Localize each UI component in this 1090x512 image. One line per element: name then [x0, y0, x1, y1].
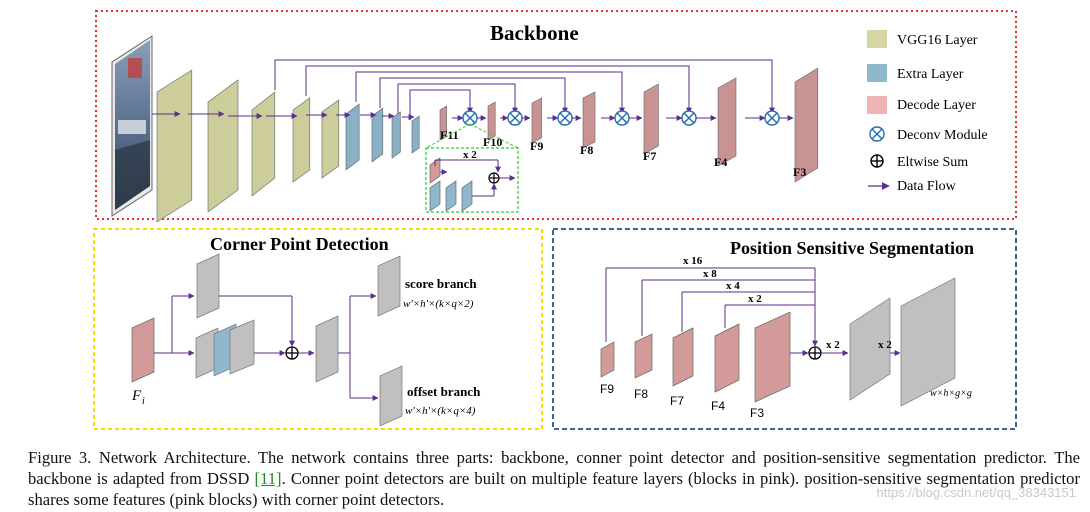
- legend-extra: Extra Layer: [897, 67, 964, 82]
- legend-deconv: Deconv Module: [897, 128, 988, 143]
- deconv-icon: [869, 126, 885, 142]
- deconv-module-inset: x 2: [425, 123, 519, 213]
- layer-label-f10: F10: [483, 135, 502, 149]
- architecture-diagram: Backbone F11 F10 F9 F8 F7 F4 F3 x 2: [93, 10, 1017, 430]
- corner-title: Corner Point Detection: [210, 234, 389, 254]
- backbone-block-decode: [487, 101, 496, 141]
- backbone-block-decode: [531, 97, 542, 144]
- deconv-module-icon: [614, 110, 630, 126]
- layer-label-f8: F8: [580, 143, 593, 157]
- legend-flow: Data Flow: [897, 179, 957, 194]
- backbone-block-extra: [411, 115, 420, 154]
- skip-connection: [409, 89, 473, 120]
- legend-eltwise: Eltwise Sum: [897, 155, 968, 170]
- figure-caption: Figure 3. Network Architecture. The netw…: [28, 447, 1080, 510]
- deconv-module-icon: [681, 110, 697, 126]
- seg-mult-8: x 8: [703, 268, 717, 280]
- seg-after-mult-1: x 2: [826, 339, 840, 351]
- skip-connection: [397, 83, 518, 114]
- backbone-block-vgg: [207, 79, 239, 213]
- seg-mult-2: x 2: [748, 293, 762, 305]
- layer-label-f7: F7: [643, 149, 656, 163]
- legend-decode: Decode Layer: [897, 98, 976, 113]
- caption-text-1: Figure 3. Network Architecture. The netw…: [28, 448, 1080, 488]
- score-branch-dim: w'×h'×(k×q×2): [403, 298, 474, 310]
- seg-output-dim: w×h×g×g: [930, 388, 972, 399]
- eltwise-icon: [870, 154, 884, 168]
- offset-branch-label: offset branch: [407, 384, 481, 399]
- backbone-block-vgg: [156, 69, 193, 223]
- corner-panel: [93, 228, 543, 430]
- legend-swatch-extra: [867, 64, 887, 82]
- skip-connection: [355, 71, 625, 114]
- backbone-panel: [95, 10, 1017, 220]
- backbone-block-extra: [345, 103, 360, 171]
- caption-ref-link[interactable]: [11]: [254, 469, 282, 488]
- legend-swatch-decode: [867, 96, 887, 114]
- backbone-title: Backbone: [490, 21, 579, 45]
- backbone-block-decode: [643, 83, 659, 155]
- seg-title: Position Sensitive Segmentation: [730, 238, 974, 258]
- seg-mult-4: x 4: [726, 280, 740, 292]
- legend-swatch-vgg: [867, 30, 887, 48]
- backbone-block-decode: [582, 91, 596, 149]
- score-branch-label: score branch: [405, 276, 477, 291]
- seg-panel: [552, 228, 1017, 430]
- corner-input-label: F: [131, 388, 142, 404]
- input-image: [111, 35, 153, 217]
- seg-layer-f4: F4: [711, 399, 725, 413]
- deconv-module-icon: [507, 110, 523, 126]
- backbone-block-decode: [439, 105, 447, 141]
- seg-mult-16: x 16: [683, 255, 703, 267]
- layer-label-f3: F3: [793, 165, 806, 179]
- deconv-module-icon: [462, 110, 478, 126]
- deconv-module-icon: [557, 110, 573, 126]
- seg-layer-f8: F8: [634, 387, 648, 401]
- seg-layer-f3: F3: [750, 406, 764, 420]
- seg-layer-f9: F9: [600, 382, 614, 396]
- layer-label-f11: F11: [440, 128, 459, 142]
- backbone-block-decode: [717, 77, 737, 167]
- backbone-block-extra: [371, 107, 384, 163]
- skip-connection: [274, 59, 775, 114]
- watermark: https://blog.csdn.net/qq_38343151: [876, 485, 1077, 500]
- corner-network: F i score branch w'×h'×(k×q×2) off: [131, 253, 481, 427]
- skip-connection: [379, 77, 568, 114]
- backbone-block-vgg: [292, 97, 311, 183]
- layer-label-f9: F9: [530, 139, 543, 153]
- skip-connection: [305, 65, 692, 114]
- seg-after-mult-2: x 2: [878, 339, 892, 351]
- seg-network: x 16 x 8 x 4 x 2 x 2 x 2 F9 F8 F7 F4 F3 …: [600, 255, 972, 420]
- offset-branch-dim: w'×h'×(k×q×4): [405, 405, 476, 417]
- deconv-module-icon: [764, 110, 780, 126]
- seg-layer-f7: F7: [670, 394, 684, 408]
- backbone-block-decode: [794, 67, 819, 183]
- layer-label-f4: F4: [714, 155, 727, 169]
- backbone-block-vgg: [321, 99, 340, 179]
- caption-text-2: . Conner point detectors are built on mu…: [28, 469, 1080, 509]
- inset-multiplier: x 2: [463, 149, 477, 161]
- legend-vgg: VGG16 Layer: [897, 33, 978, 48]
- legend: VGG16 Layer Extra Layer Decode Layer Dec…: [867, 30, 988, 194]
- corner-input-sub: i: [142, 396, 145, 407]
